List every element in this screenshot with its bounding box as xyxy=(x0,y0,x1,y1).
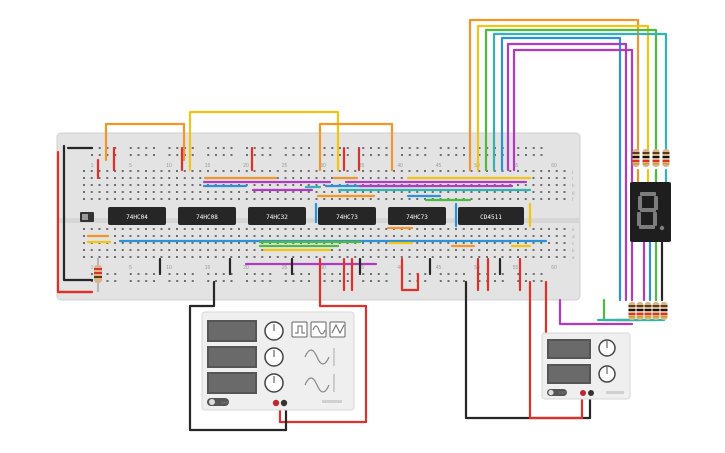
column-number: 55 xyxy=(513,265,519,271)
wire[interactable] xyxy=(500,36,622,302)
supply-positive-terminal[interactable] xyxy=(580,390,586,396)
wire[interactable] xyxy=(468,18,640,172)
triangle-wave-button[interactable] xyxy=(329,321,346,338)
amplitude-wave-icon xyxy=(304,349,330,365)
column-number: 10 xyxy=(166,265,172,271)
positive-terminal[interactable] xyxy=(272,399,280,407)
chip-label-5: 74HC73 xyxy=(406,214,428,221)
power-supply[interactable]: OFF xyxy=(541,332,631,400)
chip-74hc08[interactable]: 74HC08 xyxy=(178,207,236,225)
row-letter: j xyxy=(571,169,573,174)
row-letter: h xyxy=(572,183,575,188)
wire[interactable] xyxy=(104,122,186,162)
resistor-bank-bottom[interactable] xyxy=(628,302,668,320)
column-number: 60 xyxy=(551,163,557,169)
wires[interactable] xyxy=(56,18,668,432)
row-letter: b xyxy=(572,248,575,253)
chip-label-4: 74HC73 xyxy=(336,214,358,221)
column-number: 10 xyxy=(166,163,172,169)
column-number: 35 xyxy=(359,163,365,169)
square-wave-button[interactable] xyxy=(291,321,308,338)
column-number: 25 xyxy=(282,163,288,169)
column-number: 40 xyxy=(397,265,403,271)
wire[interactable] xyxy=(400,257,420,292)
column-number: 15 xyxy=(205,163,211,169)
resistor[interactable] xyxy=(642,149,650,167)
offset-wave-icon xyxy=(304,377,330,393)
wire[interactable] xyxy=(558,298,634,326)
wire[interactable] xyxy=(476,24,650,172)
negative-terminal[interactable] xyxy=(280,399,288,407)
wire[interactable] xyxy=(484,28,658,172)
chip-label-1: 74HC04 xyxy=(126,214,148,221)
column-number: 15 xyxy=(205,265,211,271)
segment-digit-icon xyxy=(637,192,665,231)
seven-segment-display[interactable] xyxy=(630,182,671,242)
chip-cd4511[interactable]: CD4511 xyxy=(458,207,524,225)
resistor[interactable] xyxy=(652,302,660,320)
column-number: 20 xyxy=(243,163,249,169)
column-number: 25 xyxy=(282,265,288,271)
row-letter: e xyxy=(572,227,575,232)
sine-wave-icon xyxy=(312,325,326,335)
row-letter: c xyxy=(572,241,575,246)
resistor-bank-top[interactable] xyxy=(632,149,670,167)
wire[interactable] xyxy=(528,280,584,420)
wire[interactable] xyxy=(492,32,668,172)
column-number: 60 xyxy=(551,265,557,271)
resistor[interactable] xyxy=(662,149,670,167)
resistor[interactable] xyxy=(632,149,640,167)
column-number: 20 xyxy=(243,265,249,271)
column-number: 45 xyxy=(436,265,442,271)
column-number: 5 xyxy=(129,265,132,271)
function-generator[interactable]: OFF xyxy=(201,311,355,411)
wire[interactable] xyxy=(506,42,628,302)
column-number: 40 xyxy=(397,163,403,169)
wire[interactable] xyxy=(512,48,634,302)
row-letter: i xyxy=(572,176,573,181)
off-label: OFF xyxy=(221,401,228,405)
wire[interactable] xyxy=(278,257,368,424)
column-number: 45 xyxy=(436,163,442,169)
square-wave-icon xyxy=(295,325,305,334)
column-number: 1 xyxy=(91,265,94,271)
wire[interactable] xyxy=(188,280,288,432)
row-letter: d xyxy=(572,234,575,239)
chip-74hc73-a[interactable]: 74HC73 xyxy=(318,207,376,225)
column-number: 5 xyxy=(129,163,132,169)
chip-74hc32[interactable]: 74HC32 xyxy=(248,207,306,225)
resistor[interactable] xyxy=(628,302,636,320)
column-number: 1 xyxy=(91,163,94,169)
chip-label-2: 74HC08 xyxy=(196,214,218,221)
chip-label-3: 74HC32 xyxy=(266,214,288,221)
triangle-wave-icon xyxy=(331,323,345,335)
wire[interactable] xyxy=(188,110,340,172)
row-letter: a xyxy=(572,255,575,260)
supply-negative-terminal[interactable] xyxy=(588,390,594,396)
resistor[interactable] xyxy=(644,302,652,320)
resistor[interactable] xyxy=(636,302,644,320)
slide-switch[interactable] xyxy=(80,212,94,222)
resistor[interactable] xyxy=(660,302,668,320)
row-letter: f xyxy=(572,197,574,202)
row-letter: g xyxy=(572,190,575,195)
resistor[interactable] xyxy=(652,149,660,167)
wire[interactable] xyxy=(464,280,592,420)
wire[interactable] xyxy=(318,122,394,172)
column-number: 30 xyxy=(320,265,326,271)
supply-off-label: OFF xyxy=(559,391,566,395)
chip-label-6: CD4511 xyxy=(480,214,502,221)
chip-74hc04[interactable]: 74HC04 xyxy=(108,207,166,225)
column-number: 30 xyxy=(320,163,326,169)
wire[interactable] xyxy=(62,144,94,282)
resistor-left[interactable] xyxy=(94,258,102,292)
chip-74hc73-b[interactable]: 74HC73 xyxy=(388,207,446,225)
column-number: 35 xyxy=(359,265,365,271)
column-number: 55 xyxy=(513,163,519,169)
